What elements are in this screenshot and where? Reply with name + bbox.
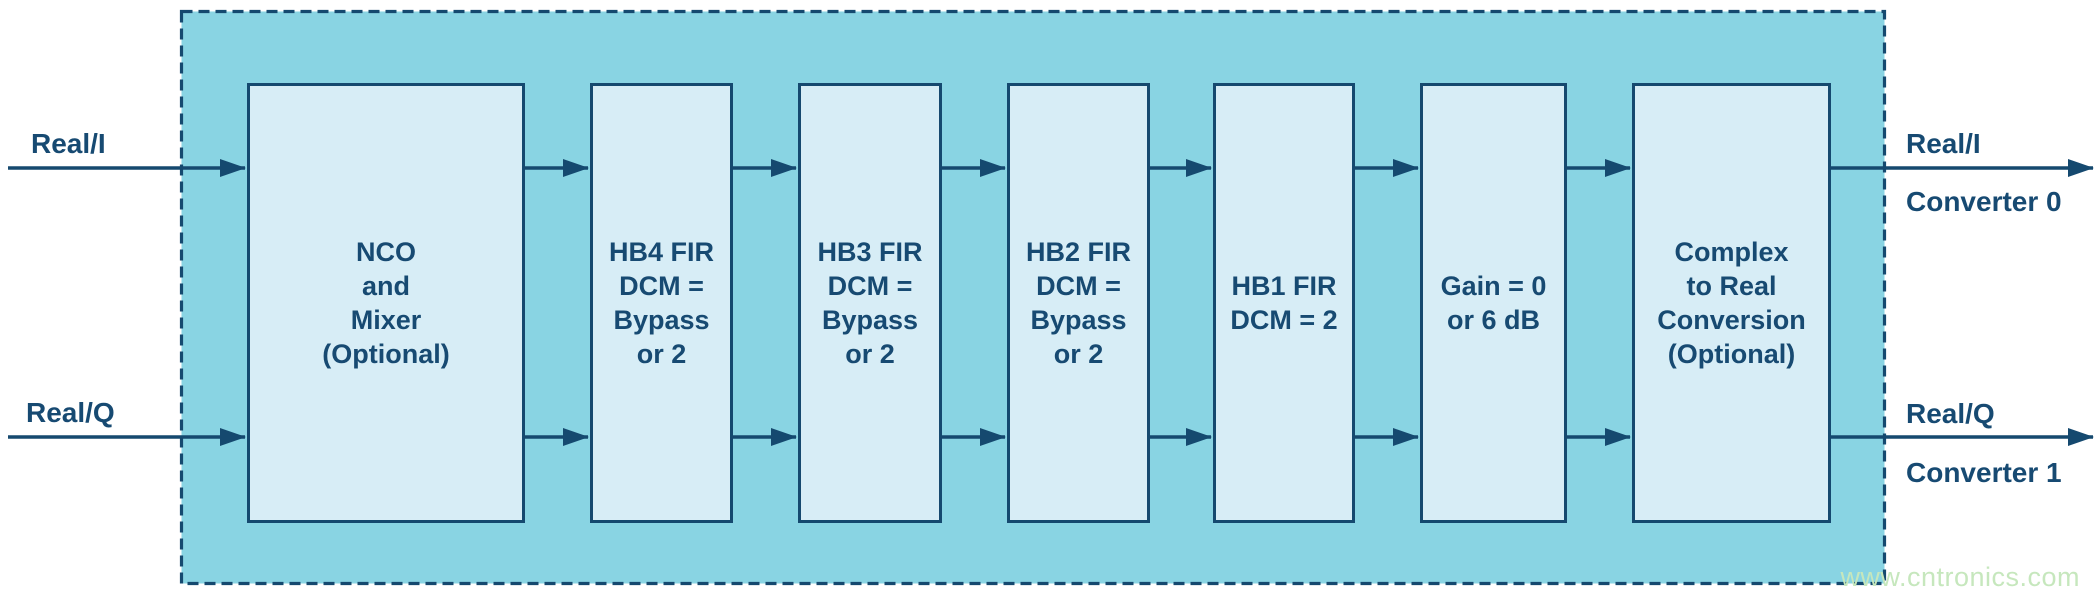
block-hb4-fir: HB4 FIR DCM = Bypass or 2 xyxy=(590,83,733,523)
block-text-line: Bypass xyxy=(821,305,919,335)
block-text-line: Complex xyxy=(1674,237,1789,267)
block-text-line: HB1 FIR xyxy=(1231,271,1337,301)
block-complex-to-real: Complex to Real Conversion (Optional) xyxy=(1632,83,1831,523)
block-text-line: DCM = 2 xyxy=(1230,305,1338,335)
block-text-line: (Optional) xyxy=(322,339,450,369)
block-text-line: (Optional) xyxy=(1667,339,1796,369)
block-text-line: Gain = 0 xyxy=(1440,271,1547,301)
block-text-line: or 2 xyxy=(636,339,687,369)
output-label-converter-0: Converter 0 xyxy=(1906,186,2062,217)
block-text-line: NCO xyxy=(356,237,416,267)
block-text-line: Bypass xyxy=(1030,305,1127,335)
block-text-line: and xyxy=(361,271,410,301)
block-text-line: Mixer xyxy=(350,305,422,335)
block-text-line: DCM = xyxy=(619,271,704,301)
input-label-real-q: Real/Q xyxy=(26,397,115,428)
block-text-line: HB4 FIR xyxy=(608,237,714,267)
block-hb1-fir: HB1 FIR DCM = 2 xyxy=(1213,83,1355,523)
block-text-line: or 2 xyxy=(845,339,895,369)
block-text-line: HB3 FIR xyxy=(817,237,923,267)
block-text-line: DCM = xyxy=(1036,271,1121,301)
block-text-line: to Real xyxy=(1686,271,1777,301)
block-hb3-fir: HB3 FIR DCM = Bypass or 2 xyxy=(798,83,942,523)
block-text-line: Conversion xyxy=(1657,305,1806,335)
output-label-real-i: Real/I xyxy=(1906,128,1981,159)
watermark-text: www.cntronics.com xyxy=(1840,562,2080,592)
block-text-line: or 6 dB xyxy=(1446,305,1540,335)
block-text-line: HB2 FIR xyxy=(1025,237,1131,267)
output-label-real-q: Real/Q xyxy=(1906,398,1995,429)
block-text-line: Bypass xyxy=(613,305,710,335)
output-label-converter-1: Converter 1 xyxy=(1906,457,2062,488)
block-nco-mixer: NCO and Mixer (Optional) xyxy=(247,83,525,523)
block-text-line: DCM = xyxy=(827,271,913,301)
block-text-line: or 2 xyxy=(1053,339,1104,369)
input-label-real-i: Real/I xyxy=(31,128,106,159)
block-gain: Gain = 0 or 6 dB xyxy=(1420,83,1567,523)
block-hb2-fir: HB2 FIR DCM = Bypass or 2 xyxy=(1007,83,1150,523)
